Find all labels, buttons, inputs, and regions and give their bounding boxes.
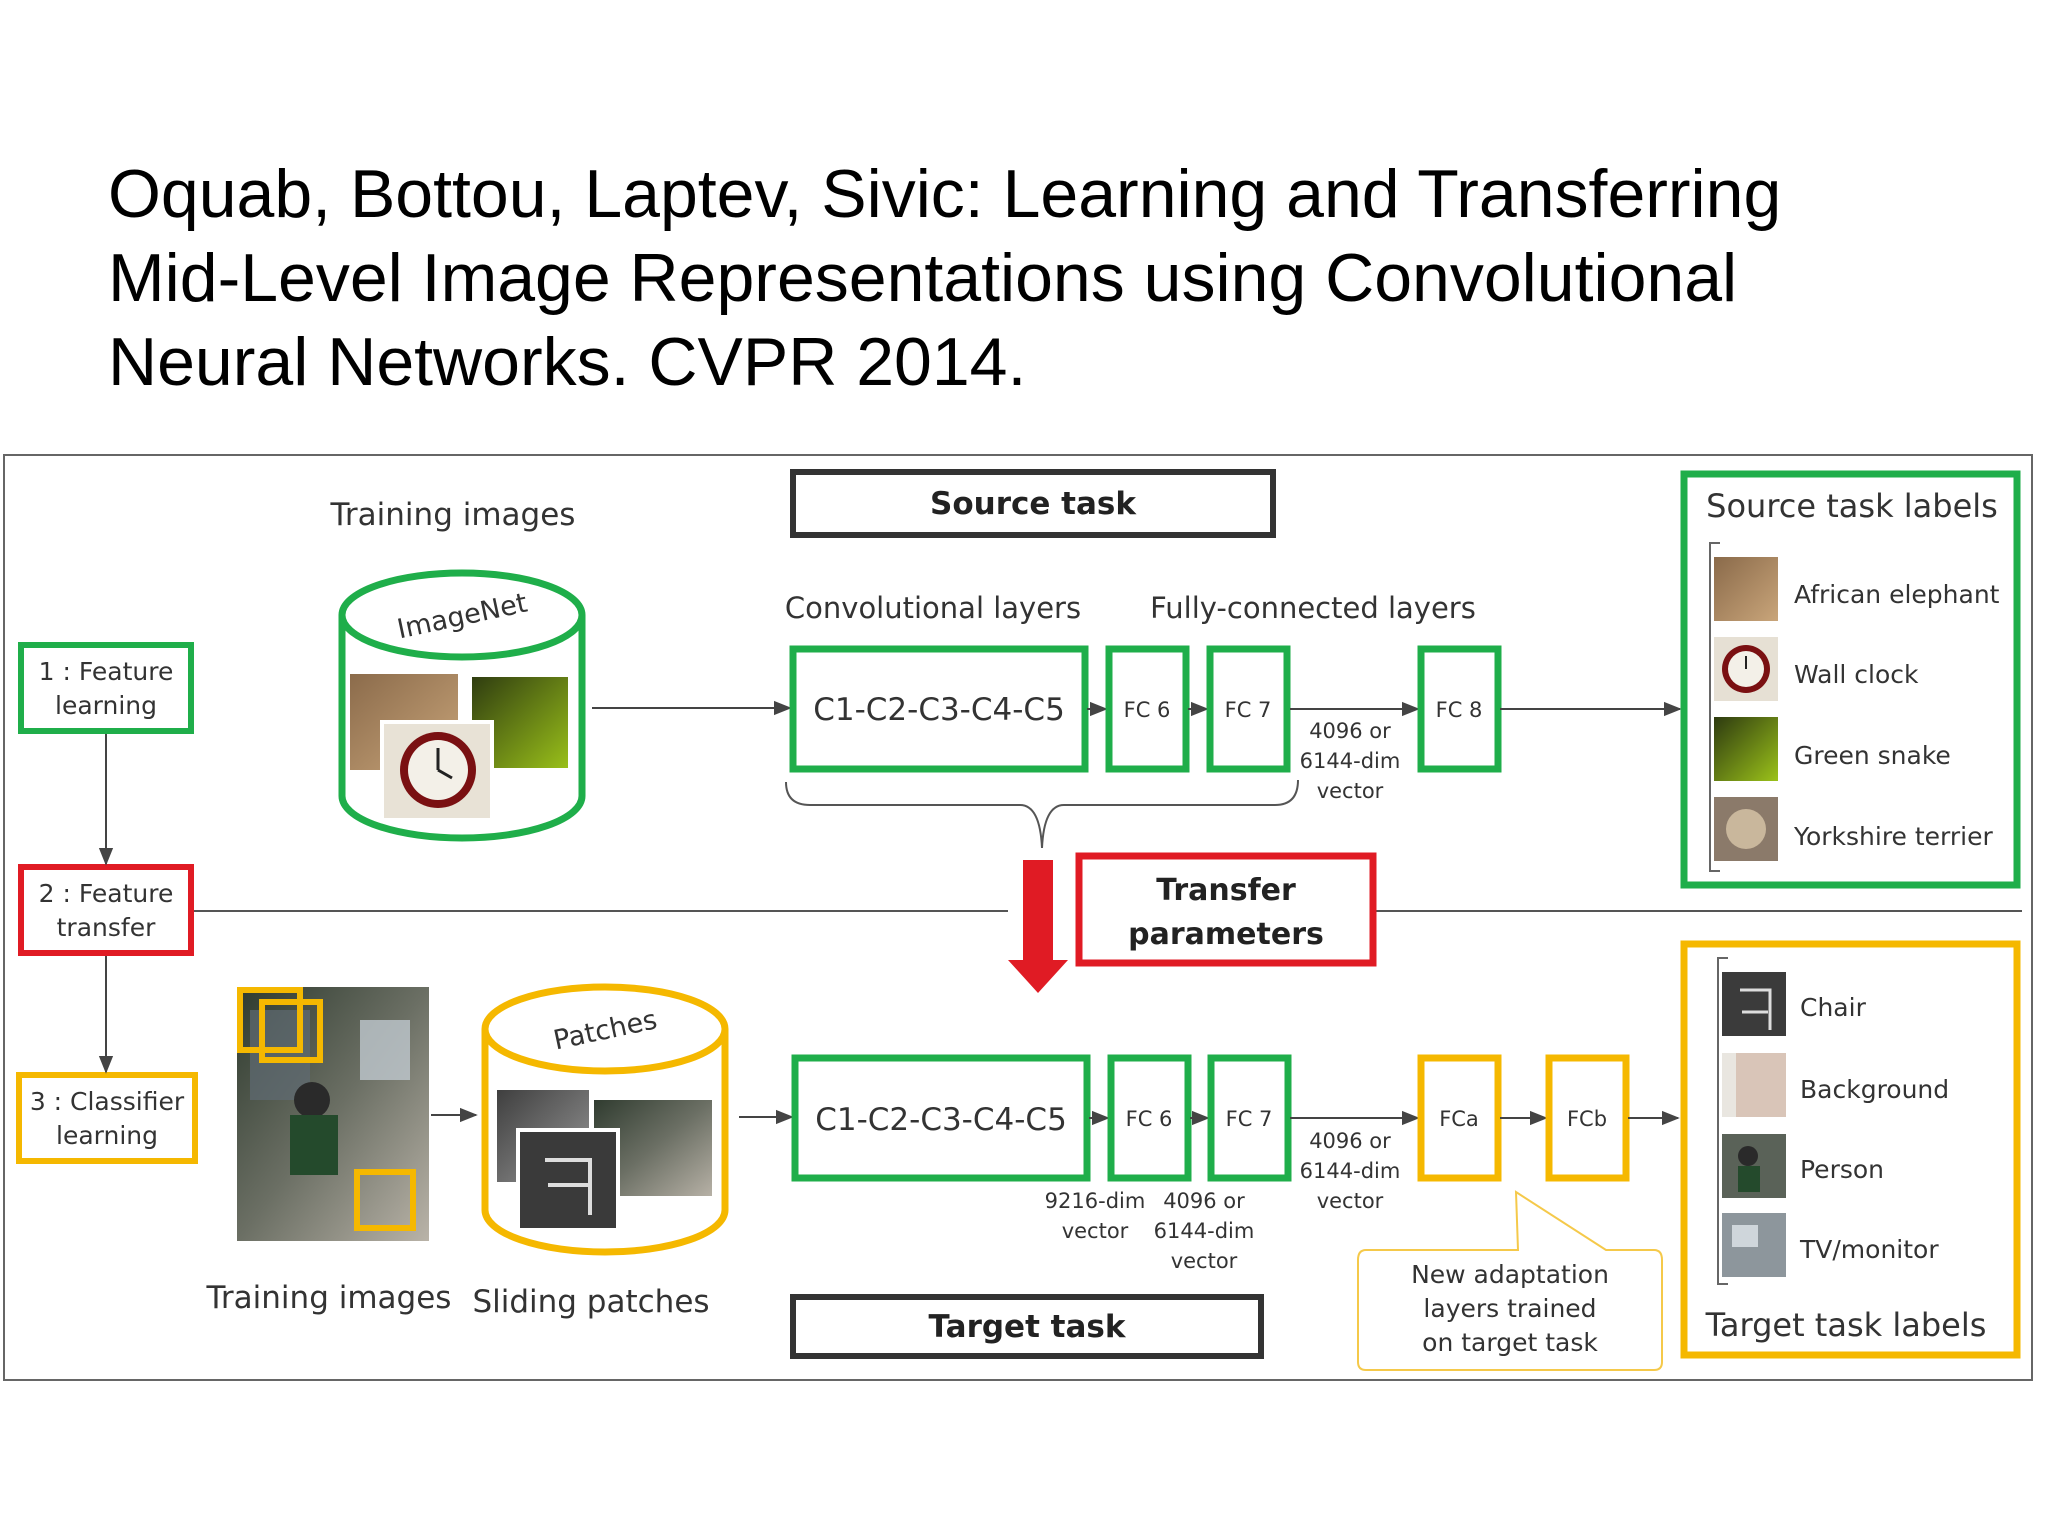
source-label-3: Green snake	[1794, 741, 1951, 770]
step-2-line-2: transfer	[57, 913, 156, 942]
elephant-thumbnail	[1714, 557, 1778, 621]
source-task-label: Source task	[930, 486, 1137, 522]
transfer-label-1: Transfer	[1156, 873, 1296, 908]
target-fc7-block: FC 7	[1207, 1054, 1292, 1182]
adaptation-note-2: layers trained	[1423, 1294, 1596, 1323]
adaptation-callout: New adaptation layers trained on target …	[1357, 1190, 1663, 1371]
note-4096-a: 4096 or 6144-dim vector	[1154, 1189, 1255, 1273]
target-conv-label: C1-C2-C3-C4-C5	[815, 1102, 1067, 1138]
sliding-patches-label: Sliding patches	[472, 1284, 709, 1320]
target-fcb-block: FCb	[1545, 1054, 1630, 1182]
target-label-4: TV/monitor	[1799, 1235, 1939, 1264]
note-9216: 9216-dim vector	[1045, 1189, 1146, 1243]
step-1-box: 1 : Feature learning	[18, 642, 194, 734]
source-labels-title: Source task labels	[1706, 487, 1998, 525]
imagenet-cylinder: ImageNet	[338, 569, 586, 842]
source-fc8-block: FC 8	[1417, 645, 1502, 773]
target-task-box: Target task	[790, 1294, 1264, 1359]
step-1-line-1: 1 : Feature	[39, 657, 174, 686]
source-vector-note: 4096 or 6144-dim vector	[1300, 719, 1401, 803]
source-training-images-label: Training images	[330, 497, 576, 533]
source-vector-note-1: 4096 or	[1309, 719, 1391, 743]
target-fc7-label: FC 7	[1226, 1107, 1273, 1131]
step-1-line-2: learning	[55, 691, 157, 720]
target-fc6-label: FC 6	[1126, 1107, 1173, 1131]
note-4096-b-line-3: vector	[1317, 1189, 1384, 1213]
transfer-brace	[785, 779, 1299, 849]
source-task-box: Source task	[790, 469, 1276, 538]
source-vector-note-3: vector	[1317, 779, 1384, 803]
note-4096-b-line-1: 4096 or	[1309, 1129, 1391, 1153]
target-fca-label: FCa	[1439, 1107, 1479, 1131]
target-training-image	[237, 987, 429, 1241]
source-fc7-label: FC 7	[1225, 698, 1272, 722]
note-9216-line-2: vector	[1062, 1219, 1129, 1243]
source-fc8-label: FC 8	[1436, 698, 1483, 722]
step-3-line-2: learning	[56, 1121, 158, 1150]
target-label-1: Chair	[1800, 993, 1867, 1022]
source-labels-panel: Source task labels African elephant Wall…	[1680, 470, 2021, 889]
note-9216-line-1: 9216-dim	[1045, 1189, 1146, 1213]
note-4096-a-line-1: 4096 or	[1163, 1189, 1245, 1213]
source-vector-note-2: 6144-dim	[1300, 749, 1401, 773]
step-2-line-1: 2 : Feature	[39, 879, 174, 908]
fc-layers-label: Fully-connected layers	[1150, 591, 1476, 625]
target-fc6-block: FC 6	[1107, 1054, 1192, 1182]
title-line-3: Neural Networks. CVPR 2014.	[108, 324, 1027, 400]
step-3-box: 3 : Classifier learning	[16, 1072, 198, 1164]
target-label-2: Background	[1800, 1075, 1949, 1104]
note-4096-a-line-2: 6144-dim	[1154, 1219, 1255, 1243]
patches-cylinder: Patches	[481, 983, 729, 1256]
slide-title: Oquab, Bottou, Laptev, Sivic: Learning a…	[108, 152, 1988, 404]
transfer-arrow	[1008, 860, 1068, 993]
target-conv-block: C1-C2-C3-C4-C5	[791, 1054, 1091, 1182]
target-fca-block: FCa	[1417, 1054, 1502, 1182]
source-label-1: African elephant	[1794, 580, 2000, 609]
patch-box-3	[354, 1169, 416, 1231]
target-training-images-label: Training images	[206, 1280, 452, 1316]
target-fcb-label: FCb	[1567, 1107, 1607, 1131]
source-fc6-block: FC 6	[1105, 645, 1190, 773]
step-2-box: 2 : Feature transfer	[18, 864, 194, 956]
source-fc6-label: FC 6	[1124, 698, 1171, 722]
source-conv-label: C1-C2-C3-C4-C5	[813, 692, 1065, 728]
title-line-2: Mid-Level Image Representations using Co…	[108, 240, 1738, 316]
patch-box-1	[237, 987, 303, 1053]
target-label-3: Person	[1800, 1155, 1884, 1184]
patch-box-2	[259, 999, 323, 1063]
source-label-2: Wall clock	[1794, 660, 1919, 689]
transfer-label-2: parameters	[1128, 917, 1324, 952]
snake-thumbnail	[1714, 717, 1778, 781]
note-4096-a-line-3: vector	[1171, 1249, 1238, 1273]
source-conv-block: C1-C2-C3-C4-C5	[789, 645, 1089, 773]
note-4096-b-line-2: 6144-dim	[1300, 1159, 1401, 1183]
source-fc7-block: FC 7	[1206, 645, 1291, 773]
target-labels-panel: Chair Background Person TV/monitor Targe…	[1680, 940, 2021, 1359]
target-task-label: Target task	[929, 1309, 1127, 1345]
target-labels-title: Target task labels	[1705, 1306, 1987, 1344]
adaptation-note-3: on target task	[1422, 1328, 1598, 1357]
conv-layers-label: Convolutional layers	[785, 591, 1081, 625]
transfer-parameters-box: Transfer parameters	[1075, 852, 1377, 967]
chair-thumbnail	[1722, 972, 1786, 1036]
title-line-1: Oquab, Bottou, Laptev, Sivic: Learning a…	[108, 156, 1782, 232]
note-4096-b: 4096 or 6144-dim vector	[1300, 1129, 1401, 1213]
step-3-line-1: 3 : Classifier	[30, 1087, 185, 1116]
source-label-4: Yorkshire terrier	[1793, 822, 1994, 851]
adaptation-note-1: New adaptation	[1411, 1260, 1609, 1289]
